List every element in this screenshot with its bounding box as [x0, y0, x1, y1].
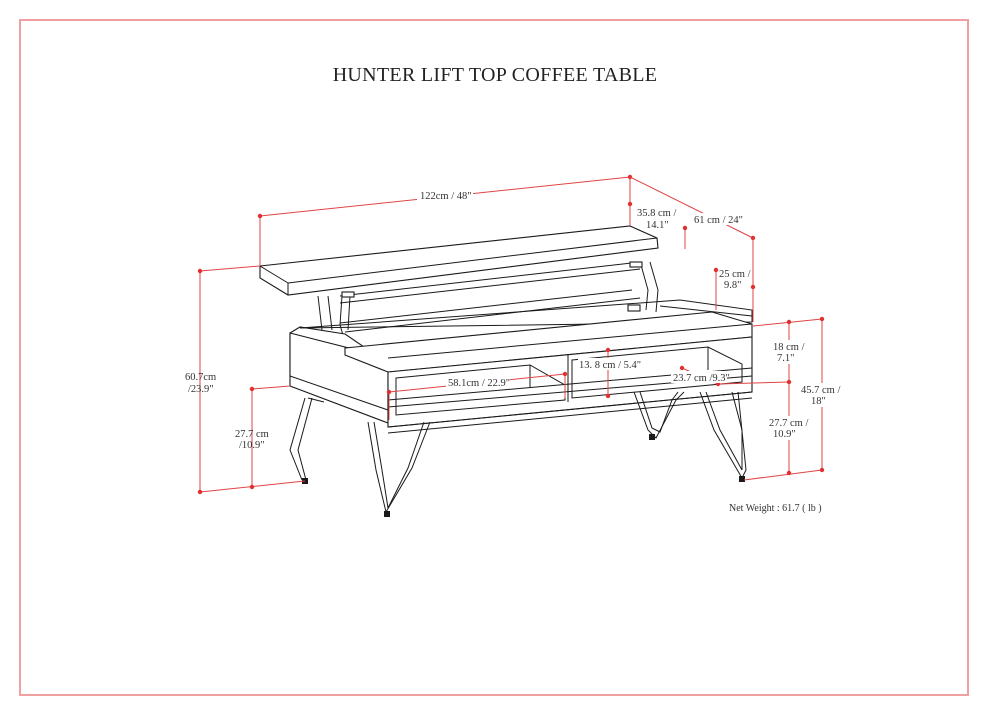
label-shelf-height: 13. 8 cm / 5.4" — [579, 360, 641, 371]
label-total-height-2: 18" — [811, 396, 826, 407]
page-border — [19, 19, 969, 696]
label-lift-height-2: 9.8" — [724, 280, 741, 291]
dimension-labels: 122cm / 48" 35.8 cm / 14.1" 61 cm / 24" … — [185, 189, 843, 514]
net-weight: Net Weight : 61.7 ( lb ) — [729, 503, 822, 514]
label-total-height-1: 45.7 cm / — [801, 385, 840, 396]
label-top-depth-1: 35.8 cm / — [637, 208, 676, 219]
label-overall-depth: 61 cm / 24" — [694, 215, 743, 226]
label-overall-length: 122cm / 48" — [420, 191, 472, 202]
label-lifted-height-1: 60.7cm — [185, 372, 216, 383]
label-lifted-height-2: /23.9" — [188, 384, 214, 395]
label-top-depth-2: 14.1" — [646, 220, 669, 231]
label-shelf-width: 58.1cm / 22.9" — [448, 378, 510, 389]
table-illustration — [259, 225, 753, 517]
label-lift-height-1: 25 cm / — [719, 269, 751, 280]
label-leg-height-right-1: 27.7 cm / — [769, 418, 808, 429]
label-leg-height-left-1: 27.7 cm — [235, 429, 269, 440]
label-leg-height-right-2: 10.9" — [773, 429, 796, 440]
label-shelf-depth: 23.7 cm /9.3" — [673, 373, 730, 384]
label-body-height-2: 7.1" — [777, 353, 794, 364]
label-leg-height-left-2: /10.9" — [239, 440, 265, 451]
diagram-title: HUNTER LIFT TOP COFFEE TABLE — [332, 64, 658, 86]
label-body-height-1: 18 cm / — [773, 342, 805, 353]
